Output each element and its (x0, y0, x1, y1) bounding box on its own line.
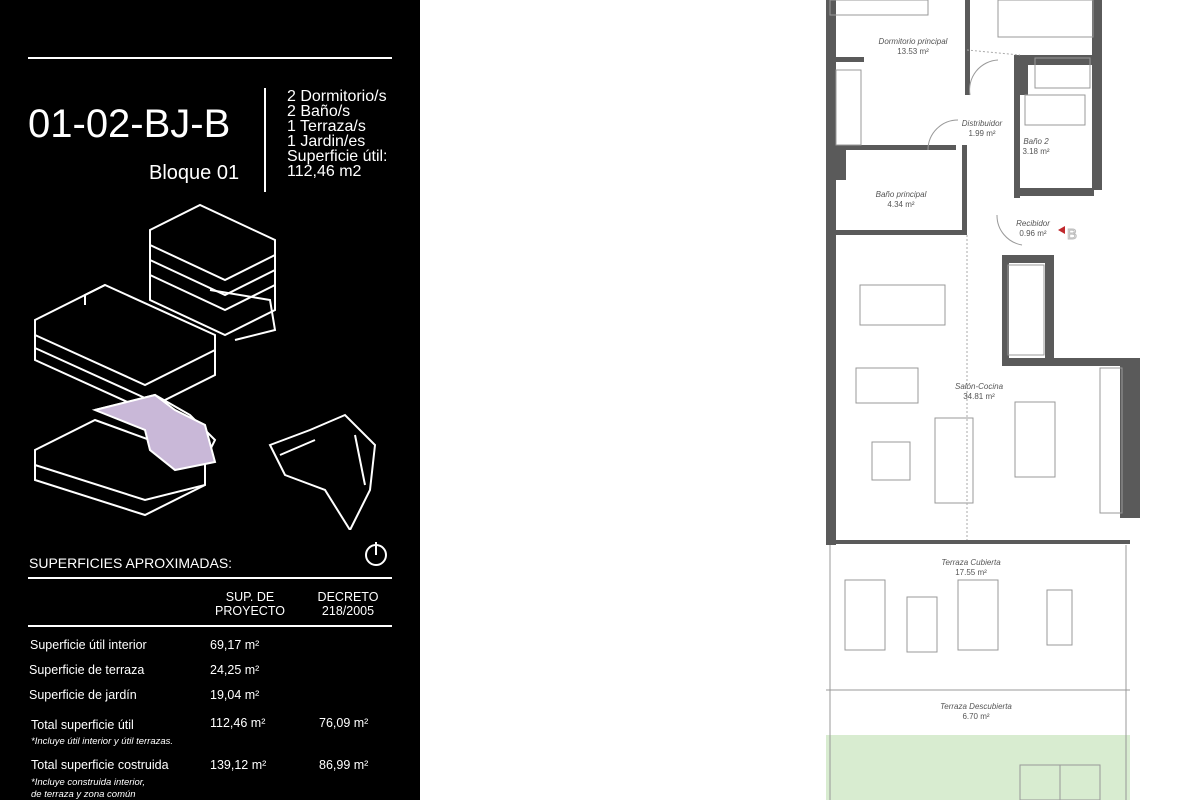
divider (28, 57, 392, 59)
room-area: 3.18 m² (1022, 147, 1050, 156)
room-area: 1.99 m² (968, 129, 996, 138)
building-isometric-drawing (34, 203, 377, 530)
row-label: Superficie de terraza (29, 663, 145, 677)
room-area: 34.81 m² (963, 392, 995, 401)
row-project-value: 69,17 m² (210, 638, 260, 652)
room-name: Distribuidor (961, 119, 1003, 128)
row-project-value: 24,25 m² (210, 663, 260, 677)
north-compass-icon (365, 542, 387, 566)
row-decree-value: 86,99 m² (319, 758, 369, 772)
floor-plan-drawing: B (826, 0, 1140, 800)
divider (28, 625, 392, 627)
row-project-value: 19,04 m² (210, 688, 260, 702)
unit-features: 2 Dormitorio/s 2 Baño/s 1 Terraza/s 1 Ja… (287, 88, 388, 180)
header-line: PROYECTO (215, 604, 285, 618)
header-line: SUP. DE (225, 590, 275, 604)
room-name: Baño 2 (1023, 137, 1049, 146)
room-name: Terraza Cubierta (941, 558, 1001, 567)
block-name: Bloque 01 (149, 162, 240, 184)
room-area: 13.53 m² (897, 47, 929, 56)
info-panel: 01-02-BJ-B Bloque 01 2 Dormitorio/s 2 Ba… (0, 0, 420, 800)
room-name: Terraza Descubierta (940, 702, 1012, 711)
surfaces-title: SUPERFICIES APROXIMADAS: (29, 555, 233, 571)
entrance-marker: B (1067, 226, 1077, 243)
divider (264, 88, 266, 192)
row-label: Superficie de jardín (29, 688, 137, 702)
row-note: de terraza y zona común (31, 789, 136, 800)
row-label: Total superficie costruida (31, 758, 169, 772)
row-note: *Incluye útil interior y útil terrazas. (31, 736, 174, 747)
room-area: 4.34 m² (887, 200, 915, 209)
room-name: Baño principal (875, 190, 927, 199)
feature-area-value: 112,46 m2 (287, 163, 362, 180)
room-area: 17.55 m² (955, 568, 987, 577)
room-area: 6.70 m² (962, 712, 990, 721)
room-name: Salón-Cocina (954, 382, 1004, 391)
feature-bedrooms: 2 Dormitorio/s (287, 88, 387, 105)
unit-code: 01-02-BJ-B (28, 102, 231, 146)
feature-terraces: 1 Terraza/s (287, 118, 366, 135)
divider (28, 577, 392, 579)
row-project-value: 112,46 m² (210, 716, 266, 730)
room-name: Dormitorio principal (878, 37, 948, 46)
header-line: 218/2005 (321, 604, 375, 618)
row-decree-value: 76,09 m² (319, 716, 369, 730)
feature-gardens: 1 Jardin/es (287, 133, 366, 150)
feature-area-label: Superficie útil: (287, 148, 388, 165)
row-label: Superficie útil interior (30, 638, 147, 652)
feature-bathrooms: 2 Baño/s (287, 103, 351, 120)
room-name: Recibidor (1016, 219, 1050, 228)
header-line: DECRETO (317, 590, 379, 604)
row-project-value: 139,12 m² (210, 758, 267, 772)
room-area: 0.96 m² (1019, 229, 1047, 238)
row-label: Total superficie útil (31, 718, 134, 732)
row-note: *Incluye construida interior, (31, 777, 146, 788)
